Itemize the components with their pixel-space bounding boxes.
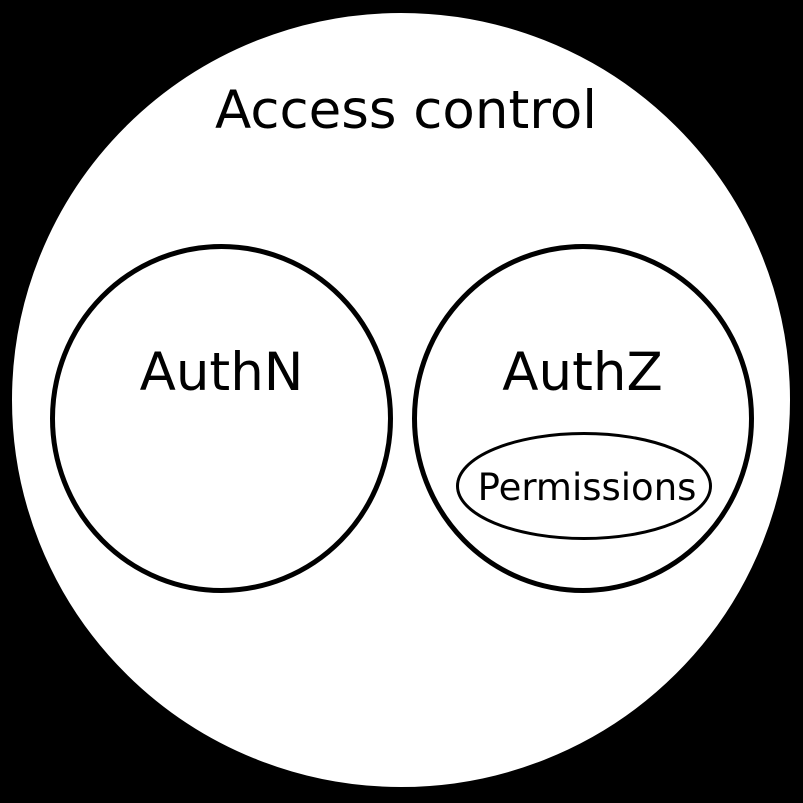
authz-label: AuthZ: [502, 342, 663, 403]
permissions-set: [456, 432, 712, 540]
authn-label: AuthN: [140, 342, 304, 403]
access-control-label: Access control: [215, 80, 597, 141]
permissions-label: Permissions: [478, 466, 697, 509]
authn-set: [50, 244, 393, 593]
access-control-set: [10, 11, 792, 789]
